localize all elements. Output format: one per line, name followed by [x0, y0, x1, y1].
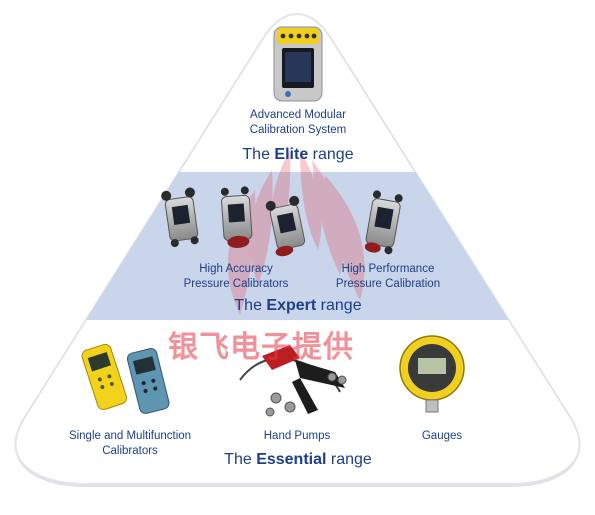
elite-caption-line-2: Calibration System: [249, 124, 347, 136]
elite-caption-line-1: Advanced Modular: [250, 109, 346, 121]
elite-range-prefix: The: [242, 146, 275, 163]
expert-caption-right: High Performance Pressure Calibration: [320, 262, 456, 292]
gauge-image: [399, 335, 465, 413]
essential-caption-middle: Hand Pumps: [263, 430, 331, 442]
hand-pumps-image: [239, 345, 347, 417]
watermark-text: 银飞电子提供: [168, 330, 354, 365]
high-performance-calibrator-image: [364, 190, 403, 255]
expert-range-title: The Expert range: [208, 296, 388, 316]
essential-range-prefix: The: [224, 451, 257, 468]
elite-caption: Advanced Modular Calibration System: [228, 108, 368, 138]
essential-range-name: Essential: [256, 451, 327, 468]
expert-caption-right-line-2: Pressure Calibration: [335, 278, 441, 290]
essential-caption-right: Gauges: [421, 430, 463, 442]
high-accuracy-calibrator-images: [161, 186, 306, 257]
elite-range-name: Elite: [274, 146, 309, 163]
essential-caption-left-line-1: Single and Multifunction: [68, 430, 192, 442]
essential-range-title: The Essential range: [198, 450, 398, 470]
expert-range-name: Expert: [266, 297, 317, 314]
essential-range-suffix: range: [326, 451, 372, 468]
expert-caption-left-line-2: Pressure Calibrators: [183, 278, 289, 290]
expert-range-suffix: range: [316, 297, 362, 314]
expert-caption-left: High Accuracy Pressure Calibrators: [168, 262, 304, 292]
expert-caption-left-line-1: High Accuracy: [199, 263, 273, 275]
handheld-calibrators-image: [81, 343, 170, 414]
elite-range-title: The Elite range: [218, 145, 378, 165]
essential-caption-left: Single and Multifunction Calibrators: [55, 429, 205, 459]
expert-caption-right-line-1: High Performance: [341, 263, 435, 275]
essential-caption-left-line-2: Calibrators: [102, 445, 158, 457]
modular-calibrator-image: [273, 26, 323, 102]
elite-range-suffix: range: [308, 146, 354, 163]
expert-range-prefix: The: [234, 297, 267, 314]
